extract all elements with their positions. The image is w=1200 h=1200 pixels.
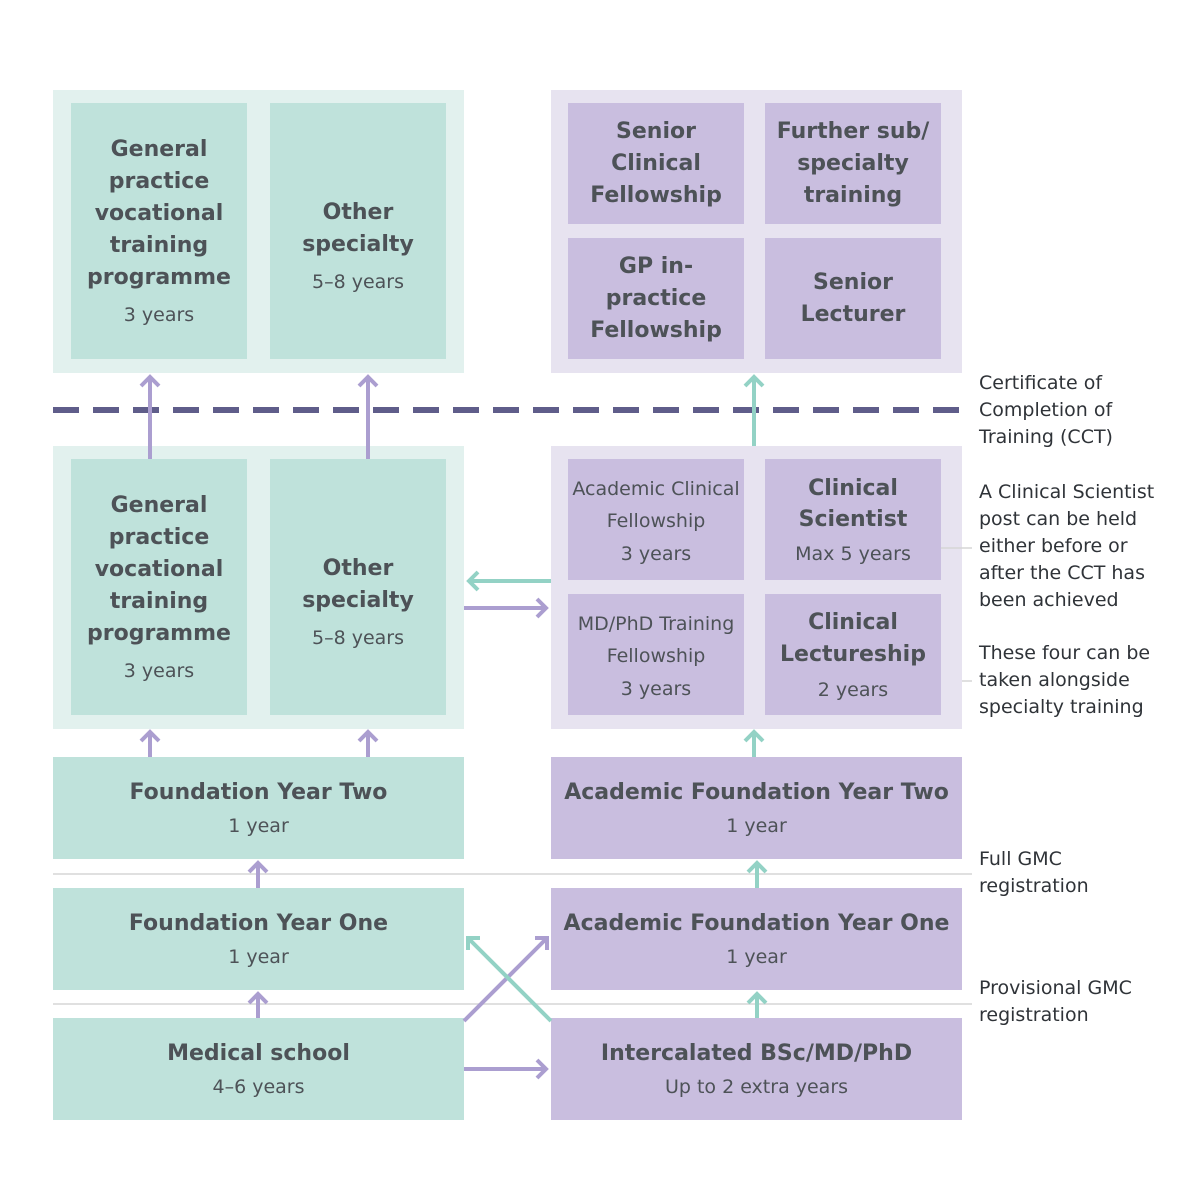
box-title: Clinical Lectureship	[780, 609, 926, 667]
arrow-medschool-to-afy1	[462, 936, 549, 1023]
box-duration: 2 years	[817, 678, 889, 701]
senior-clinical-fellowship-box: Senior Clinical Fellowship	[568, 103, 744, 224]
gp-in-practice-fellowship-box: GP in-practice Fellowship	[568, 238, 744, 359]
senior-lecturer-box: Senior Lecturer	[765, 238, 941, 359]
arrow-other-to-cct	[357, 374, 379, 459]
arrow-medschool-to-fy1	[247, 991, 269, 1018]
box-title: General practice vocational training pro…	[87, 493, 231, 646]
box-title: Foundation Year Two	[129, 780, 388, 805]
box-duration: 3 years	[123, 660, 195, 682]
arrow-academic-to-cct	[743, 374, 765, 446]
box-duration: 3 years	[620, 542, 692, 565]
arrow-gp-to-cct	[139, 374, 161, 459]
box-title: GP in-practice Fellowship	[590, 253, 722, 343]
clinical-scientist-box: Clinical Scientist Max 5 years	[765, 459, 941, 580]
arrow-intercalated-to-afy1	[746, 991, 768, 1018]
box-title: Further sub/ specialty training	[776, 118, 930, 208]
four-alongside-note: These four can be taken alongside specia…	[979, 642, 1151, 718]
clinical-scientist-note: A Clinical Scientist post can be held ei…	[979, 481, 1155, 611]
arrow-fy1-to-fy2	[247, 860, 269, 888]
box-duration: 1 year	[726, 946, 787, 968]
box-title: Foundation Year One	[128, 911, 389, 936]
mdphd-training-fellowship-box: MD/PhD Training Fellowship 3 years	[568, 594, 744, 715]
box-title: Medical school	[167, 1041, 350, 1066]
full-gmc-note: Full GMC registration	[979, 848, 1089, 897]
academic-clinical-fellowship-box: Academic Clinical Fellowship 3 years	[568, 459, 744, 580]
mid-gp-vocational-box: General practice vocational training pro…	[71, 459, 247, 715]
box-duration: Max 5 years	[795, 542, 911, 565]
arrow-fy2-to-gp	[139, 729, 161, 757]
box-duration: 5–8 years	[311, 627, 404, 649]
box-title: Senior Clinical Fellowship	[590, 118, 722, 208]
box-title: Other specialty	[302, 200, 414, 257]
box-title: Other specialty	[302, 556, 414, 613]
box-duration: 1 year	[726, 815, 787, 837]
box-title: Clinical Scientist	[798, 475, 908, 532]
provisional-gmc-note: Provisional GMC registration	[979, 977, 1132, 1026]
top-gp-vocational-box: General practice vocational training pro…	[71, 103, 247, 359]
foundation-year-two-box: Foundation Year Two 1 year	[53, 757, 464, 859]
medical-school-box: Medical school 4–6 years	[53, 1018, 464, 1120]
academic-foundation-year-two-box: Academic Foundation Year Two 1 year	[551, 757, 962, 859]
box-duration: 5–8 years	[311, 271, 404, 293]
further-sub-specialty-box: Further sub/ specialty training	[765, 103, 941, 224]
box-title: Academic Clinical Fellowship	[572, 477, 740, 532]
cct-note: Certificate of Completion of Training (C…	[979, 372, 1113, 448]
box-duration: 3 years	[620, 677, 692, 700]
mid-other-specialty-box: Other specialty 5–8 years	[270, 459, 446, 715]
arrow-afy1-to-afy2	[746, 860, 768, 888]
box-title: General practice vocational training pro…	[87, 137, 231, 290]
box-duration: 1 year	[228, 815, 289, 837]
box-duration: Up to 2 extra years	[664, 1076, 849, 1098]
box-title: MD/PhD Training Fellowship	[577, 612, 735, 667]
box-duration: 4–6 years	[212, 1076, 305, 1098]
box-duration: 1 year	[228, 946, 289, 968]
arrow-fy2-to-other	[357, 729, 379, 757]
arrow-academic-to-specialty	[466, 570, 551, 592]
foundation-year-one-box: Foundation Year One 1 year	[53, 888, 464, 990]
academic-foundation-year-one-box: Academic Foundation Year One 1 year	[551, 888, 962, 990]
box-title: Senior Lecturer	[800, 269, 906, 327]
intercalated-box: Intercalated BSc/MD/PhD Up to 2 extra ye…	[551, 1018, 962, 1120]
arrow-medschool-to-intercalated	[464, 1058, 549, 1080]
arrow-intercalated-to-fy1	[466, 936, 553, 1023]
box-duration: 3 years	[123, 304, 195, 326]
box-title: Academic Foundation Year Two	[564, 780, 949, 805]
box-title: Academic Foundation Year One	[563, 911, 950, 936]
clinical-lectureship-box: Clinical Lectureship 2 years	[765, 594, 941, 715]
arrow-specialty-to-academic	[464, 597, 549, 619]
top-other-specialty-box: Other specialty 5–8 years	[270, 103, 446, 359]
box-title: Intercalated BSc/MD/PhD	[600, 1041, 913, 1066]
arrow-afy2-to-academic	[743, 729, 765, 757]
